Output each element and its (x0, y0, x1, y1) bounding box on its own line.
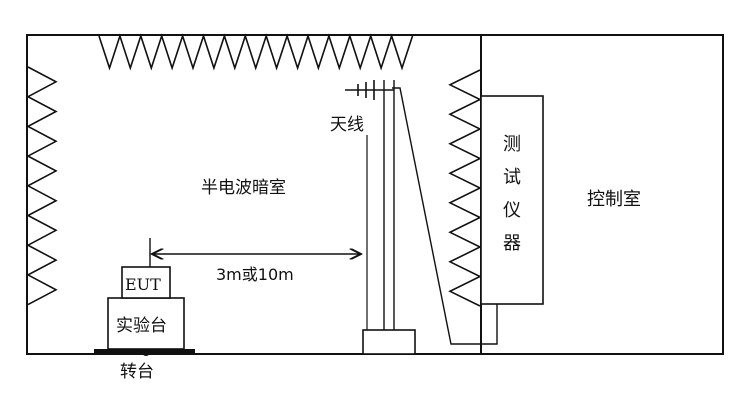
left-wall-absorbers (26, 66, 58, 306)
instrument-char: 测 (503, 134, 521, 155)
turntable-label: 转台 (120, 362, 154, 382)
distance-label: 3m或10m (216, 265, 294, 284)
chamber-label: 半电波暗室 (201, 178, 286, 198)
eut-box (121, 266, 171, 299)
absorber-cone (98, 33, 414, 71)
absorber-cone (26, 66, 58, 306)
absorber-cone (448, 69, 482, 307)
instrument-char: 仪 (503, 200, 521, 221)
antenna-element (345, 80, 394, 100)
instrument-char: 器 (503, 233, 521, 254)
control-room-label: 控制室 (587, 189, 641, 210)
test-instrument-box (480, 95, 544, 305)
eut-label: EUT (125, 275, 161, 294)
antenna-label: 天线 (330, 115, 364, 135)
antenna-mast-base (362, 329, 416, 355)
test-table-label: 实验台 (116, 316, 167, 336)
instrument-char: 试 (503, 167, 521, 188)
ceiling-absorbers (98, 33, 414, 71)
right-wall-absorbers (448, 69, 482, 307)
turntable-pivot (142, 348, 150, 356)
test-table-box (107, 297, 185, 350)
test-instrument-label: 测 试 仪 器 (503, 134, 521, 254)
